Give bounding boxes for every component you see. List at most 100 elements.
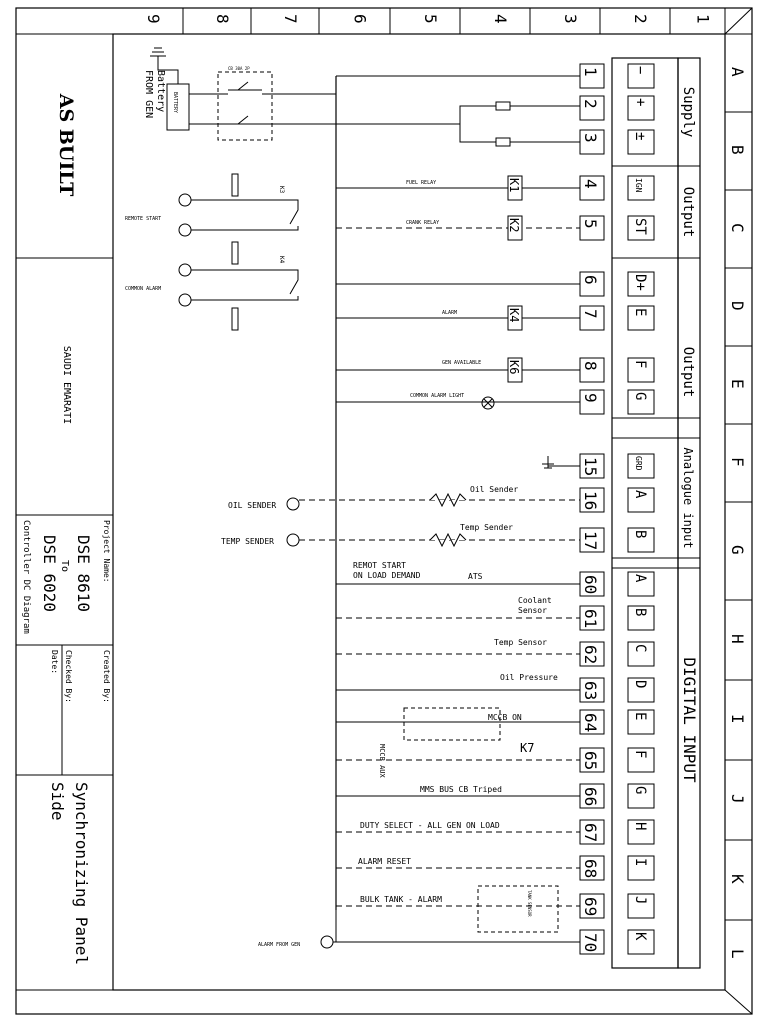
terminal-function: + bbox=[632, 98, 648, 106]
terminal-number: 63 bbox=[581, 681, 600, 700]
terminal-number: 60 bbox=[581, 575, 600, 594]
contact-terminal bbox=[178, 293, 192, 307]
terminal-function-box bbox=[627, 357, 655, 383]
contact-terminal bbox=[178, 193, 192, 207]
terminal-function: − bbox=[632, 66, 648, 74]
terminal-number: 65 bbox=[581, 751, 600, 770]
terminal-function-box bbox=[627, 677, 655, 703]
from-gen-line1: FROM GEN bbox=[143, 70, 154, 118]
from-gen-line2: Battery bbox=[155, 70, 166, 112]
terminal-number: 2 bbox=[581, 99, 600, 109]
terminal-function: IGN bbox=[634, 178, 643, 193]
terminal-function-box bbox=[627, 929, 655, 955]
column-marker: 7 bbox=[281, 14, 300, 24]
ground-icon bbox=[542, 456, 554, 469]
circuit-label: Oil Sender bbox=[470, 485, 518, 494]
tank-sensor-box bbox=[477, 885, 559, 933]
relay-label: K2 bbox=[507, 218, 521, 232]
row-marker: J bbox=[728, 794, 747, 804]
frame-corner bbox=[724, 7, 753, 35]
terminal-function-box bbox=[627, 453, 655, 479]
row-marker: B bbox=[728, 145, 747, 155]
circuit-label: ALARM bbox=[442, 310, 457, 316]
column-marker: 3 bbox=[561, 14, 580, 24]
customer-name: SAUDI EMARATI bbox=[61, 346, 72, 424]
terminal-number: 6 bbox=[581, 275, 600, 285]
terminal-function-box bbox=[627, 389, 655, 415]
column-marker: 1 bbox=[694, 14, 713, 24]
terminal-number: 69 bbox=[581, 897, 600, 916]
created-by-label: Created By: bbox=[102, 650, 111, 703]
circuit-label: COMMON ALARM LIGHT bbox=[410, 393, 464, 399]
date-label: Date: bbox=[50, 650, 59, 674]
row-marker: K bbox=[728, 874, 747, 884]
terminal-number: 17 bbox=[581, 531, 600, 550]
circuit-label: ALARM RESET bbox=[358, 857, 411, 866]
row-marker: C bbox=[728, 223, 747, 233]
fuse-f1 bbox=[495, 101, 511, 111]
contact-terminal bbox=[178, 223, 192, 237]
project-line-1: DSE 8610 bbox=[74, 535, 93, 612]
fuse-f2 bbox=[495, 137, 511, 147]
section-label-strip bbox=[677, 57, 701, 969]
relay-coil-symbol bbox=[231, 241, 239, 265]
terminal-function-box bbox=[627, 605, 655, 631]
column-marker: 9 bbox=[144, 14, 163, 24]
drawing-title-line-1: Synchronizing Panel bbox=[72, 782, 91, 965]
terminal-function: ± bbox=[632, 132, 648, 140]
relay-coil bbox=[507, 305, 523, 331]
relay-coil-symbol bbox=[231, 173, 239, 197]
battery-label: BATTERY bbox=[172, 92, 178, 113]
circuit-label: ON LOAD DEMAND bbox=[353, 571, 421, 580]
terminal-function-box bbox=[627, 527, 655, 553]
terminal-function-box bbox=[627, 641, 655, 667]
breaker-contacts bbox=[228, 81, 262, 125]
section-digital: DIGITAL INPUT bbox=[680, 657, 699, 783]
terminal-number: 67 bbox=[581, 823, 600, 842]
row-marker: G bbox=[728, 545, 747, 555]
circuit-label: ATS bbox=[468, 572, 483, 581]
circuit-label: CRANK RELAY bbox=[406, 220, 439, 226]
terminal-box bbox=[579, 95, 605, 121]
terminal-function: G bbox=[632, 786, 648, 794]
breaker-cb bbox=[217, 71, 273, 141]
terminal-function-box bbox=[627, 95, 655, 121]
terminal-function: F bbox=[632, 360, 648, 368]
contact-terminal bbox=[178, 263, 192, 277]
terminal-function: GRD bbox=[634, 456, 643, 471]
terminal-function-box bbox=[627, 129, 655, 155]
column-marker: 4 bbox=[491, 14, 510, 24]
terminal-function-box bbox=[627, 571, 655, 597]
terminal-function-box bbox=[627, 893, 655, 919]
terminal-function-box bbox=[627, 855, 655, 881]
terminal-number: 62 bbox=[581, 645, 600, 664]
terminal-number: 15 bbox=[581, 457, 600, 476]
breaker-label: CB 30A 2P bbox=[228, 66, 250, 71]
terminal-function: G bbox=[632, 392, 648, 400]
terminal-number: 7 bbox=[581, 309, 600, 319]
frame-corner bbox=[724, 989, 753, 1015]
alarm-from-gen-terminal bbox=[320, 935, 334, 949]
circuit-label: MMS BUS CB Triped bbox=[420, 785, 502, 794]
circuit-label: MCCB ON bbox=[488, 713, 522, 722]
circuit-label: OIL SENDER bbox=[228, 501, 276, 510]
relay-coil bbox=[507, 357, 523, 383]
terminal-function: J bbox=[632, 896, 648, 904]
circuit-label: Sensor bbox=[518, 606, 547, 615]
terminal-function: F bbox=[632, 750, 648, 758]
circuit-label: Oil Pressure bbox=[500, 673, 558, 682]
terminal-function-box bbox=[627, 747, 655, 773]
relay-label: K4 bbox=[507, 308, 521, 322]
section-output-1: Output bbox=[680, 187, 696, 238]
lamp-cross bbox=[483, 398, 493, 408]
wire-runs bbox=[299, 75, 580, 943]
resistor-icon bbox=[429, 532, 467, 548]
from-gen-battery-label: FROM GEN Battery bbox=[143, 70, 166, 124]
temp-sender-terminal bbox=[286, 533, 300, 547]
row-marker: F bbox=[728, 457, 747, 467]
terminal-function-box bbox=[627, 487, 655, 513]
